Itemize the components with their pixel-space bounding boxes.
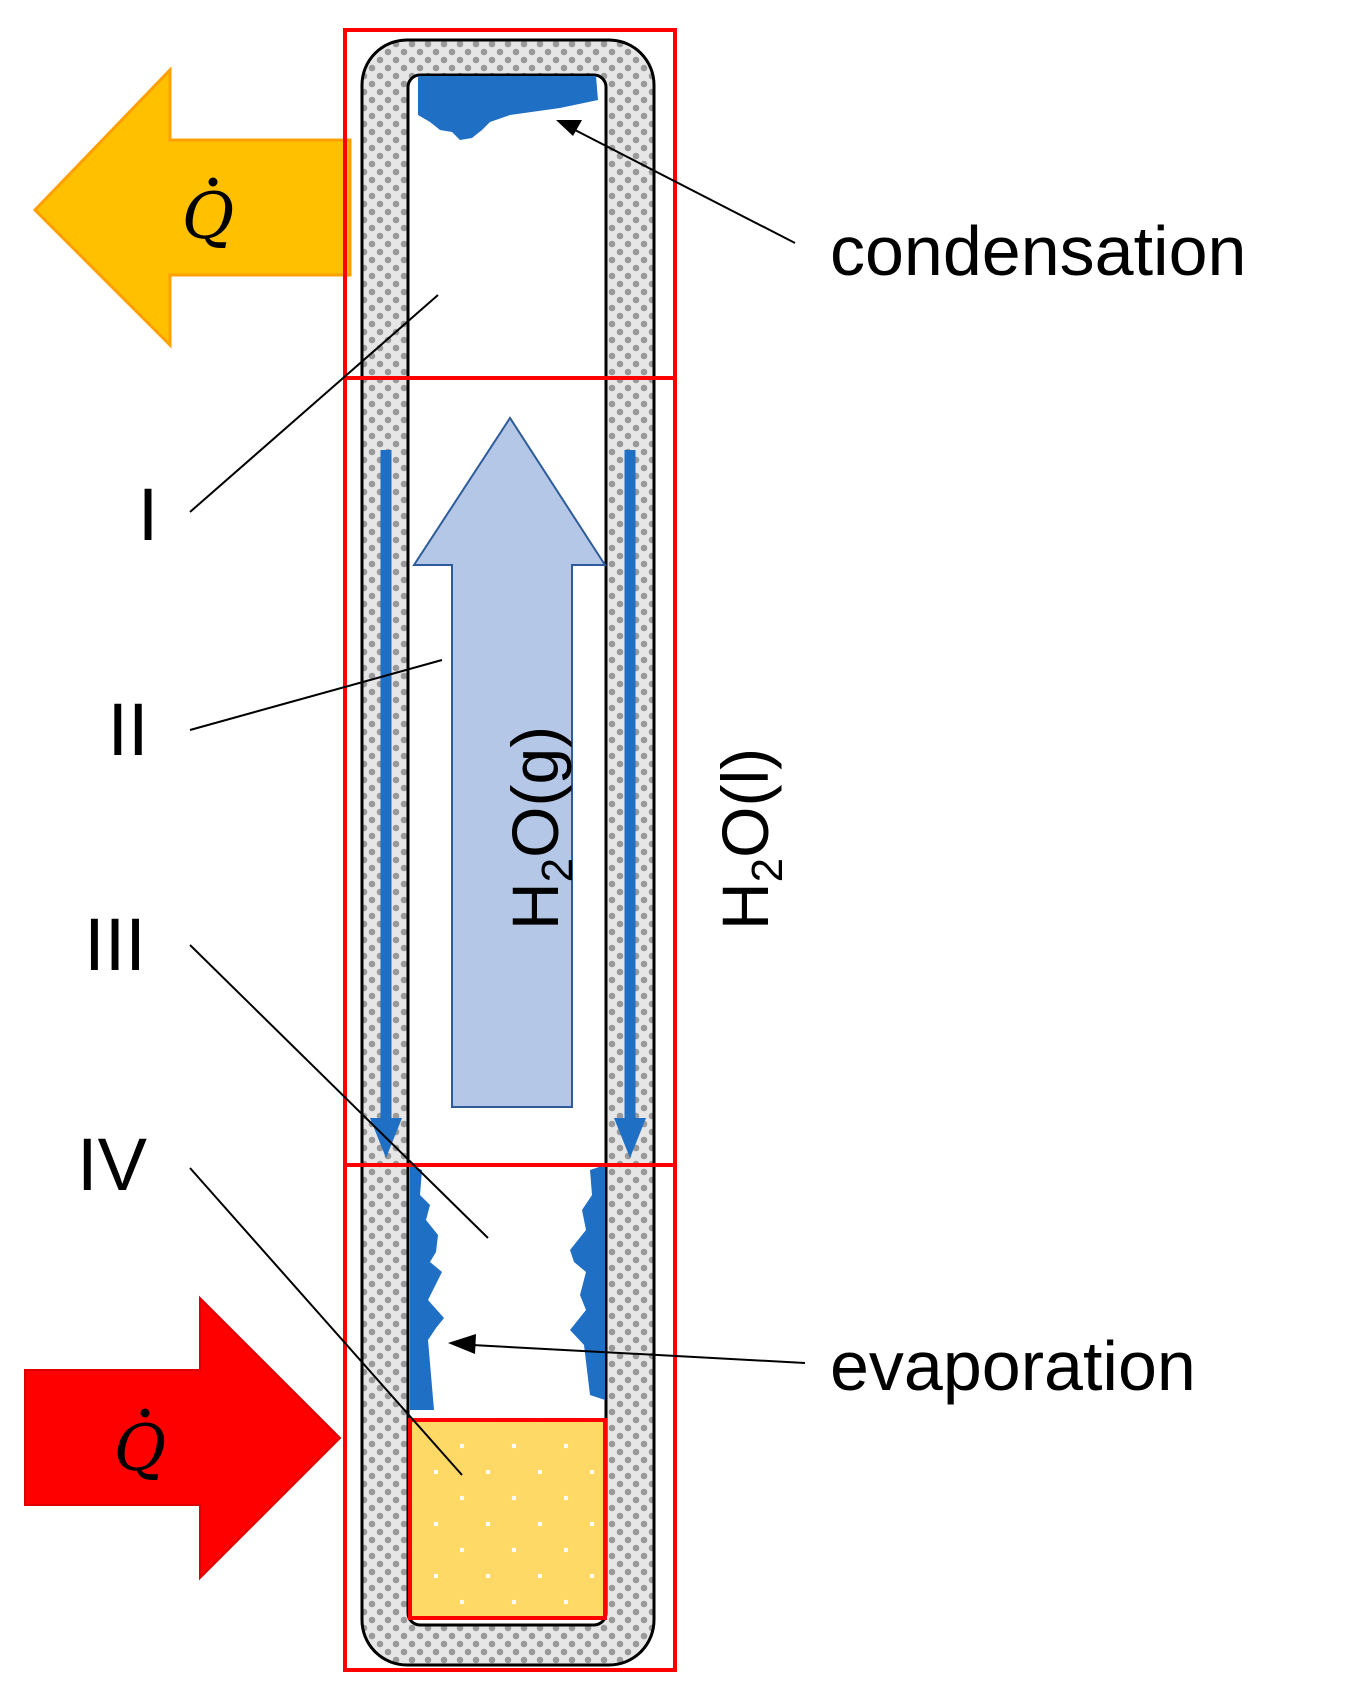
heat-in-symbol: Q (114, 1412, 166, 1486)
vapor-flow-arrow (412, 416, 607, 1108)
liquid-film-right (570, 1165, 605, 1400)
condensation-arrowhead (556, 120, 582, 136)
leader-region-3 (189, 944, 489, 1239)
vapor-label: H2O(g) (498, 726, 582, 930)
zone-evaporator (343, 1163, 677, 1672)
condensate-top (418, 76, 598, 140)
liquid-film-left (410, 1165, 444, 1410)
heat-out-symbol: Q (182, 180, 234, 254)
leader-region-4 (189, 1167, 463, 1476)
region-label-1: I (138, 473, 159, 556)
condensation-pointer (574, 129, 796, 244)
liquid-return-right (614, 450, 646, 1158)
region-label-3: III (84, 903, 146, 986)
heat-in-dot (140, 1408, 150, 1418)
evaporation-label: evaporation (830, 1327, 1196, 1405)
heat-out-arrow: Q (32, 66, 352, 349)
heat-out-dot (208, 177, 218, 187)
evaporation-arrowhead (448, 1334, 476, 1354)
region-label-4: IV (77, 1123, 148, 1206)
heat-in-arrow: Q (24, 1295, 342, 1581)
heat-out-arrow-shape (32, 66, 352, 349)
leader-region-2 (189, 659, 443, 731)
condensation-label: condensation (830, 212, 1246, 290)
region-label-2: II (107, 688, 148, 771)
evaporation-pointer (471, 1344, 806, 1364)
heat-in-arrow-shape (24, 1295, 342, 1581)
leader-region-1 (189, 294, 439, 513)
liquid-label: H2O(l) (708, 748, 792, 930)
